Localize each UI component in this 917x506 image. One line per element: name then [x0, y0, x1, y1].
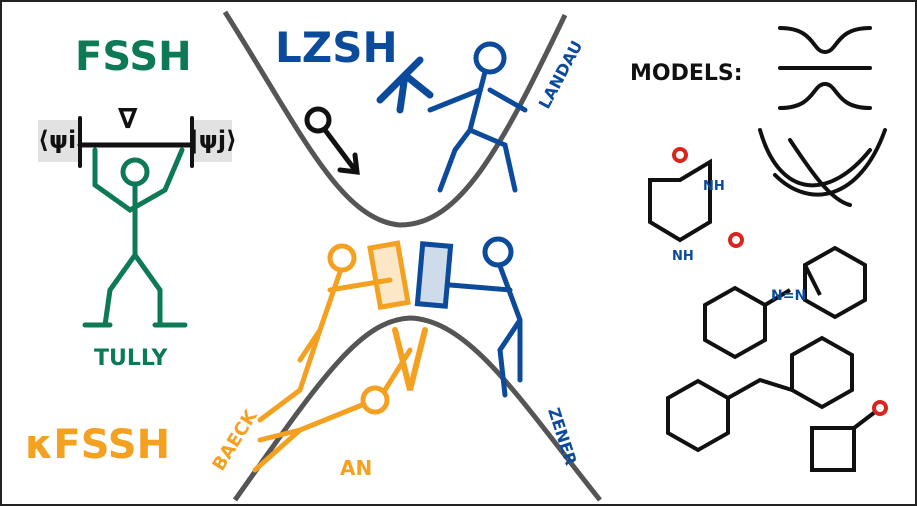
an-label: AN [340, 456, 372, 480]
molecule-structures [648, 158, 877, 472]
bra-psi-i: ⟨ψi| [38, 126, 85, 154]
ket-psi-j: |ψj⟩ [190, 126, 237, 154]
azo-group: N=N [771, 288, 806, 304]
fssh-title: FSSH [75, 34, 192, 80]
weightlifter-figure [38, 116, 232, 328]
uracil-nh-top: NH [703, 179, 725, 194]
lower-potential-curve [232, 315, 602, 502]
ball-arrow [304, 106, 360, 175]
oxygen-atom [728, 232, 744, 248]
landau-figure [376, 41, 528, 193]
kfssh-title: κFSSH [25, 422, 170, 468]
gradient-operator: ∇ [118, 102, 138, 135]
baeck-an-figures [252, 240, 428, 473]
oxygen-atom [872, 400, 888, 416]
uracil-nh-bottom: NH [672, 249, 694, 264]
zener-figure [414, 236, 523, 398]
models-heading: MODELS: [630, 61, 743, 86]
tully-label: TULLY [94, 346, 168, 371]
upper-potential-curve [222, 10, 568, 228]
lzsh-title: LZSH [275, 23, 398, 72]
model-curves [758, 26, 887, 207]
oxygen-atom [672, 147, 688, 163]
